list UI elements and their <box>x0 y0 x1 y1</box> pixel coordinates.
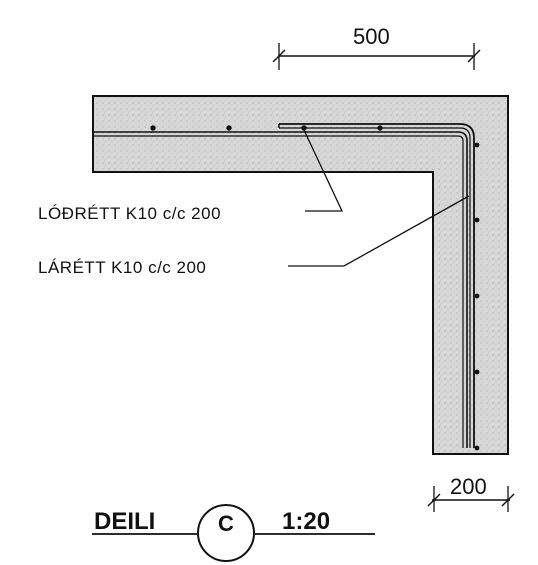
rebar-dot-5 <box>474 142 480 148</box>
rebar-dot-8 <box>474 369 480 375</box>
right-dimension-tick-left <box>427 493 441 507</box>
rebar-dot-9 <box>474 445 480 451</box>
corner-bar <box>279 123 475 448</box>
horizontal-rebar-leader <box>288 195 470 267</box>
vertical-rebar-note: LÓÐRÉTT K10 c/c 200 <box>38 204 221 223</box>
detail-title: DEILI <box>94 508 155 535</box>
detail-bubble-text: C <box>218 511 234 536</box>
rebar-dot-4 <box>377 125 383 131</box>
right-dimension-tick-right <box>501 493 515 507</box>
corner-bar-inner <box>279 127 471 448</box>
horizontal-rebar-offset <box>94 135 464 448</box>
top-dimension-tick-right <box>467 49 481 63</box>
rebar-dot-6 <box>474 217 480 223</box>
horizontal-rebar-note: LÁRÉTT K10 c/c 200 <box>38 258 206 277</box>
detail-scale: 1:20 <box>282 508 330 535</box>
rebar-dot-1 <box>150 125 156 131</box>
top-dimension-tick-left <box>272 49 286 63</box>
rebar-dot-7 <box>474 293 480 299</box>
top-dimension-text: 500 <box>353 24 390 49</box>
rebar-dot-3 <box>301 125 307 131</box>
vertical-rebar-leader <box>303 129 344 212</box>
detail-bubble <box>197 504 255 562</box>
horizontal-rebar <box>94 131 468 448</box>
rebar-dot-2 <box>226 125 232 131</box>
right-dimension-text: 200 <box>450 474 487 499</box>
